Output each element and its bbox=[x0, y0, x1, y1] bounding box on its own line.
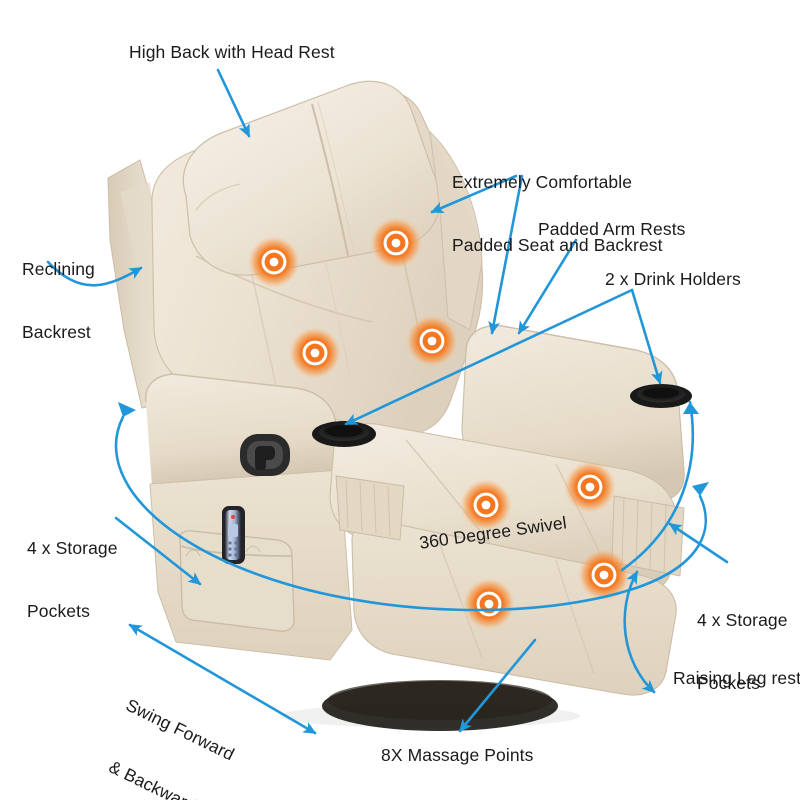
arrow-drink-holder-left bbox=[344, 288, 634, 426]
arrow-raising-leg-rest bbox=[623, 570, 656, 694]
label-storage-pockets-left-line1: 4 x Storage bbox=[27, 538, 118, 558]
label-extremely-comfortable-line2: Padded Seat and Backrest bbox=[452, 235, 663, 255]
label-reclining-backrest-line2: Backrest bbox=[22, 322, 91, 342]
label-drink-holders: 2 x Drink Holders bbox=[605, 269, 741, 289]
label-storage-pockets-right-line2: Pockets bbox=[697, 673, 760, 693]
label-high-back-with-head-rest: High Back with Head Rest bbox=[129, 42, 335, 62]
recliner-lever-icon bbox=[240, 434, 290, 476]
massage-point-icon bbox=[463, 578, 515, 630]
label-storage-pockets-left-line2: Pockets bbox=[27, 601, 90, 621]
label-massage-points: 8X Massage Points bbox=[381, 745, 534, 765]
arrow-drink-holder-right bbox=[630, 288, 663, 385]
arrow-swing-forward-backward bbox=[128, 623, 317, 735]
arrow-storage-left bbox=[114, 516, 202, 586]
arrow-high-back bbox=[216, 68, 251, 138]
drink-holder-icon bbox=[312, 421, 376, 447]
arrow-comfortable-seat bbox=[488, 174, 524, 335]
remote-control-icon bbox=[222, 506, 245, 564]
arrow-padded-arm-rests bbox=[517, 238, 578, 335]
label-storage-pockets-right-line1: 4 x Storage bbox=[697, 610, 788, 630]
massage-points-layer bbox=[248, 217, 630, 630]
arrow-reclining-backrest bbox=[46, 260, 143, 287]
label-reclining-backrest-line1: Reclining bbox=[22, 259, 95, 279]
massage-point-icon bbox=[248, 236, 300, 288]
label-swing-forward-backward-line1: Swing Forward bbox=[122, 694, 238, 765]
massage-point-icon bbox=[406, 315, 458, 367]
swivel-rotation-indicator bbox=[114, 402, 709, 612]
label-storage-pockets-right: 4 x Storage Pockets bbox=[697, 568, 788, 736]
swivel-right-arc bbox=[620, 400, 699, 572]
label-storage-pockets-left: 4 x Storage Pockets bbox=[27, 496, 118, 664]
arrow-storage-right bbox=[668, 522, 729, 564]
massage-point-icon bbox=[289, 327, 341, 379]
label-swing-forward-backward-line2: & Backward bbox=[105, 756, 200, 800]
massage-point-icon bbox=[370, 217, 422, 269]
callout-arrows bbox=[46, 68, 729, 735]
drink-holder-icon bbox=[630, 384, 692, 408]
massage-point-icon bbox=[460, 479, 512, 531]
arrow-massage-points bbox=[458, 638, 537, 733]
label-raising-leg-rest: Raising Leg rest bbox=[673, 668, 800, 688]
label-extremely-comfortable-line1: Extremely Comfortable bbox=[452, 172, 633, 192]
massage-point-icon bbox=[564, 461, 616, 513]
arrow-comfortable-backrest bbox=[430, 174, 518, 214]
massage-point-icon bbox=[578, 549, 630, 601]
label-reclining-backrest: Reclining Backrest bbox=[22, 217, 95, 385]
label-extremely-comfortable: Extremely Comfortable Padded Seat and Ba… bbox=[452, 130, 663, 298]
label-padded-arm-rests: Padded Arm Rests bbox=[538, 219, 686, 239]
